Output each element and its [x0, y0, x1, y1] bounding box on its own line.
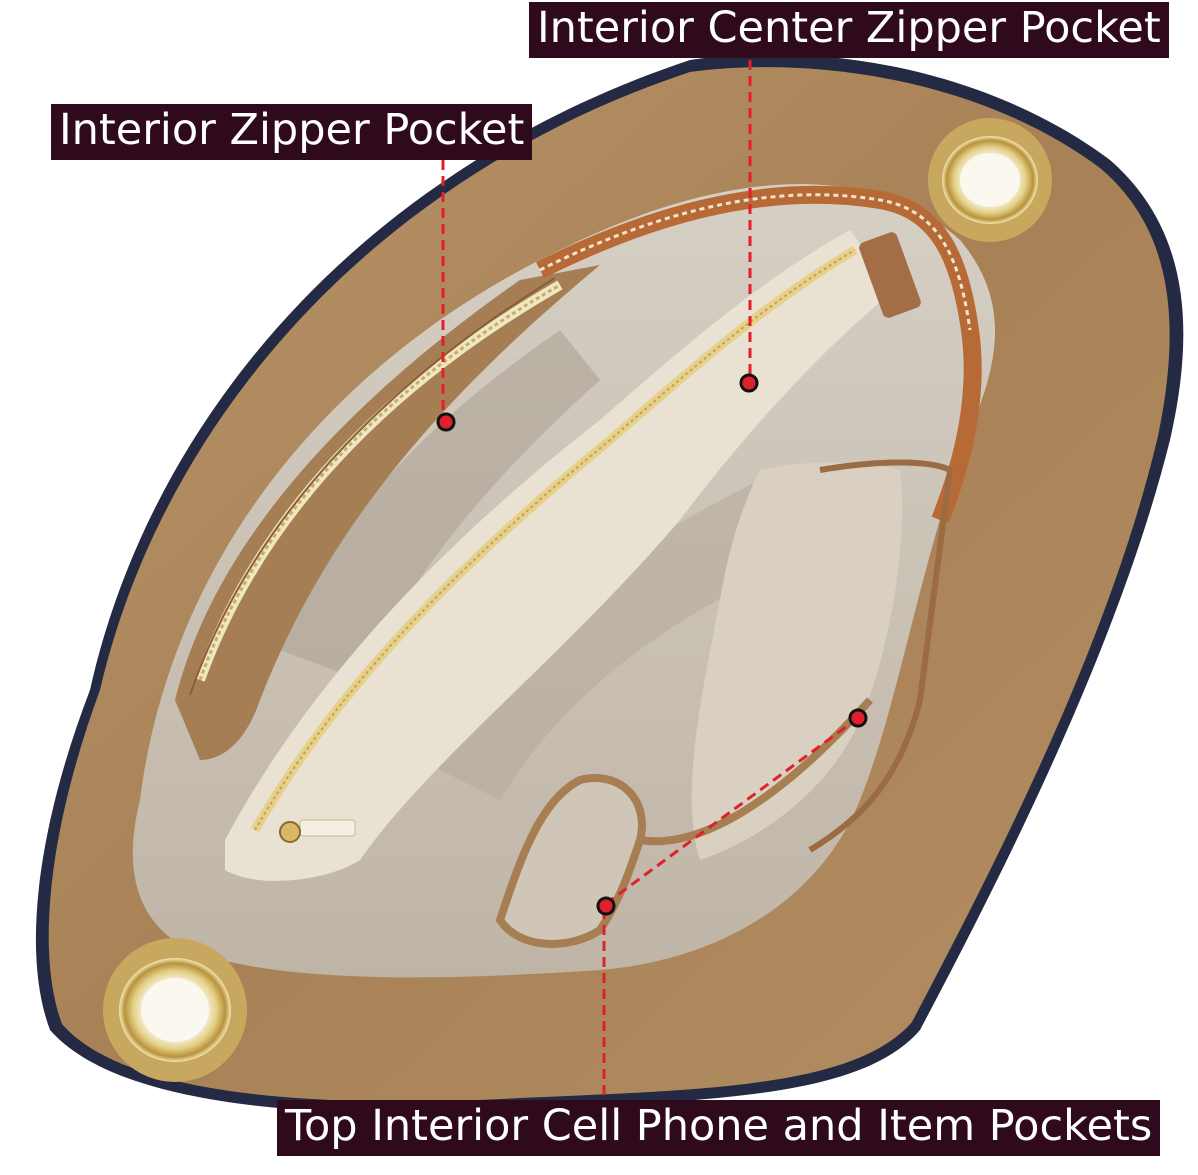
label-top-interior-pockets: Top Interior Cell Phone and Item Pockets	[277, 1100, 1161, 1156]
label-interior-center-zipper-pocket: Interior Center Zipper Pocket	[529, 2, 1169, 58]
callout-line-phone	[602, 716, 859, 1095]
left-pocket-panel	[175, 265, 600, 760]
center-pocket	[225, 230, 895, 881]
callout-dot-center	[739, 373, 759, 393]
right-slip-pocket	[691, 462, 902, 860]
callout-dot-zipper	[436, 412, 456, 432]
label-interior-zipper-pocket: Interior Zipper Pocket	[51, 104, 533, 160]
callout-dot-item	[848, 708, 868, 728]
callout-dot-phone	[596, 896, 616, 916]
top-right-ring	[928, 118, 1052, 242]
bottom-left-ring	[103, 938, 247, 1082]
